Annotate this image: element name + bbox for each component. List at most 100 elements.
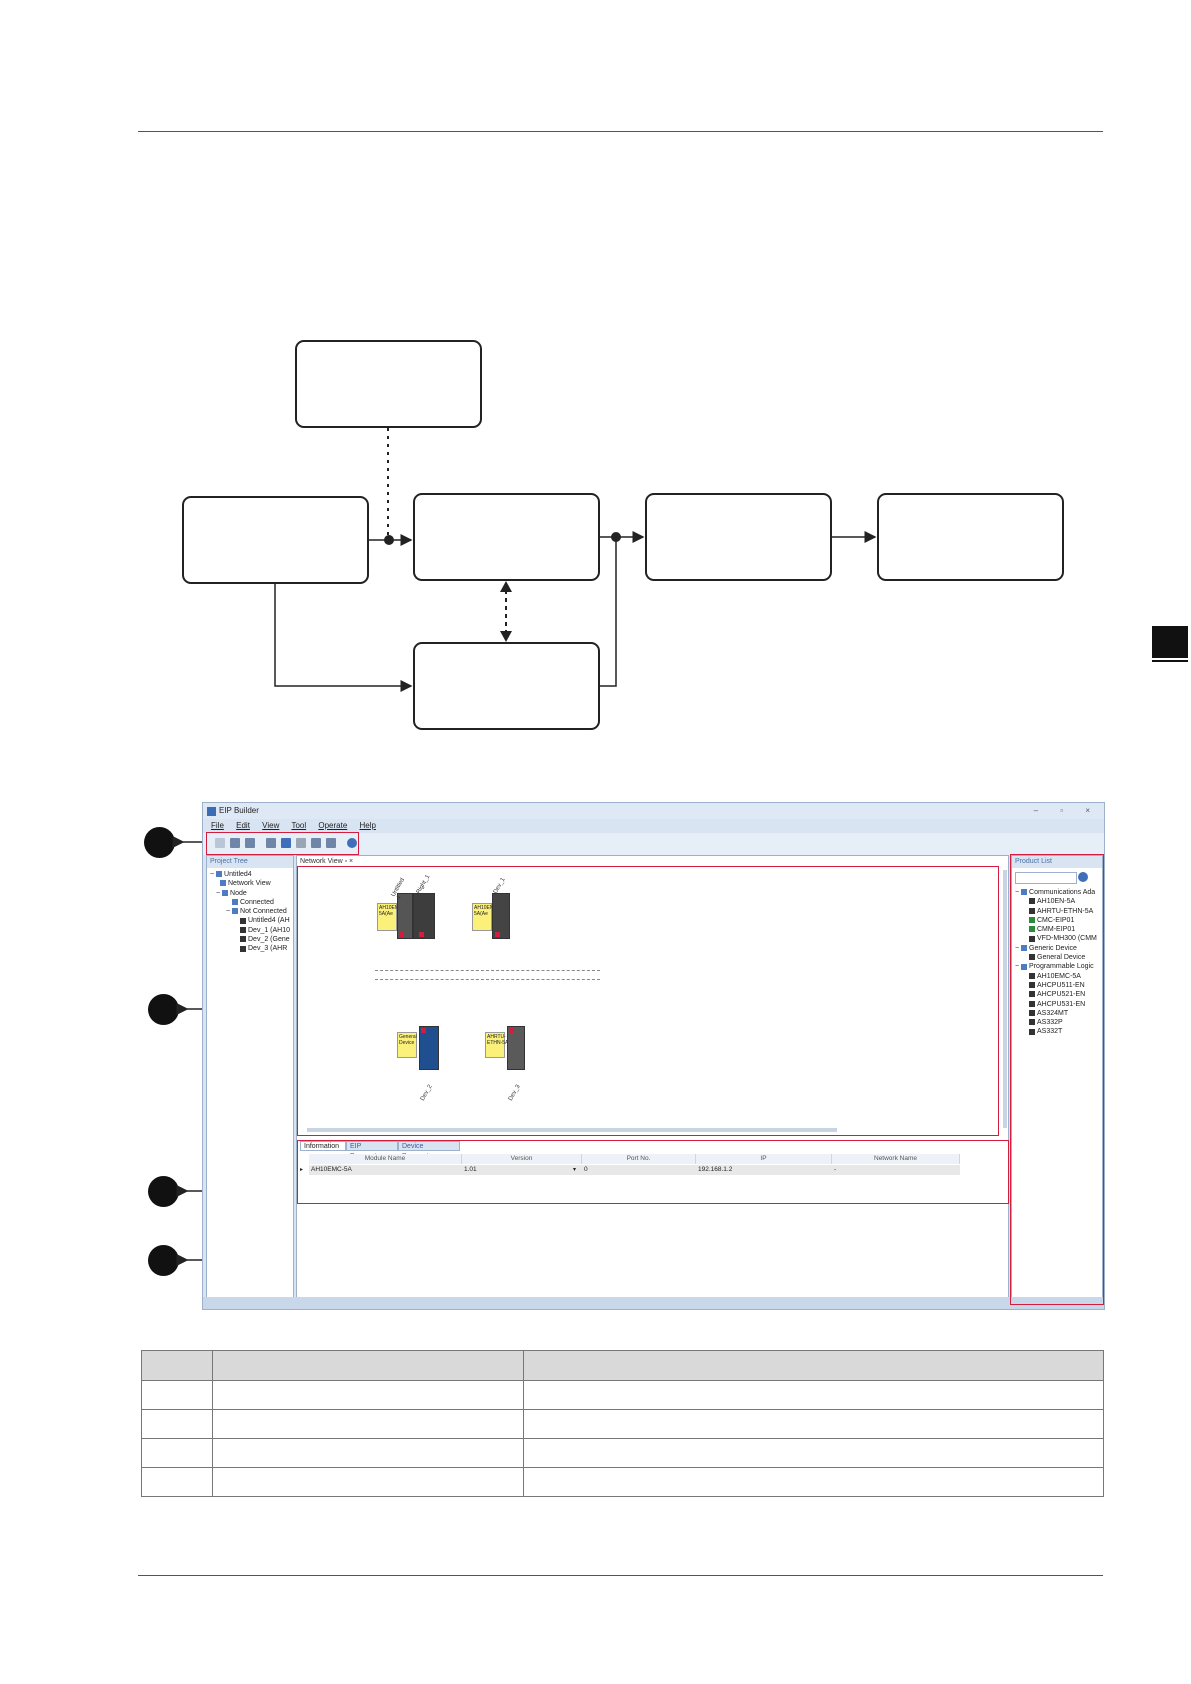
tree-item[interactable]: − Node [216, 889, 247, 897]
close-icon[interactable]: ▫ × [344, 858, 354, 865]
table-header-cell [523, 1350, 1104, 1381]
device-icon [1029, 1010, 1035, 1017]
info-grid: Module Name Version Port No. IP Network … [297, 1154, 1007, 1184]
callout-marker-2 [148, 994, 179, 1025]
table-row [141, 1438, 1104, 1468]
tree-item[interactable]: Connected [210, 898, 290, 907]
table-cell [141, 1467, 213, 1497]
project-tree-header: Project Tree [207, 856, 293, 868]
tree-item[interactable]: Dev_1 (AH10 [210, 926, 290, 935]
flowchart-connectors [274, 428, 877, 692]
export-icon[interactable] [326, 838, 336, 848]
tree-item[interactable]: AHRTU-ETHN-5A [1015, 907, 1100, 916]
table-cell [523, 1409, 1104, 1439]
chapter-tab-marker-line [1152, 660, 1188, 662]
flow-box-right-2 [877, 493, 1064, 581]
tree-item[interactable]: − Not Connected [226, 908, 287, 916]
download-icon[interactable] [281, 838, 291, 848]
callout-marker-1 [144, 827, 175, 858]
tree-item[interactable]: Dev_2 (Gene [210, 935, 290, 944]
column-header: Network Name [832, 1154, 960, 1164]
table-cell [212, 1467, 524, 1497]
open-icon[interactable] [230, 838, 240, 848]
new-file-icon[interactable] [215, 838, 225, 848]
tree-item[interactable]: Dev_3 (AHR [210, 944, 290, 953]
device-module [492, 893, 510, 939]
menu-help[interactable]: Help [359, 821, 376, 830]
network-view-tab[interactable]: Network View ▫ × [300, 858, 354, 865]
menu-bar: File Edit View Tool Operate Help [211, 819, 386, 833]
cell-module-name[interactable]: AH10EMC-5A [309, 1165, 462, 1175]
menu-file[interactable]: File [211, 821, 224, 830]
upload-icon[interactable] [311, 838, 321, 848]
menu-view[interactable]: View [262, 821, 280, 830]
tree-item[interactable]: AH10EN-5A [1015, 897, 1100, 906]
window-controls[interactable]: – ▫ × [1033, 806, 1100, 815]
folder-icon [232, 908, 239, 915]
tree-item[interactable]: AS332T [1015, 1027, 1100, 1036]
tree-item[interactable]: CMM-EIP01 [1015, 925, 1100, 934]
device-icon [1029, 991, 1035, 998]
table-cell [141, 1438, 213, 1468]
tree-item[interactable]: − Communications Ada [1015, 889, 1096, 896]
project-tree: − Untitled4 Network View − Node Connecte… [210, 870, 290, 954]
node-icon [222, 889, 229, 896]
network-view-highlight [297, 866, 999, 1136]
tree-item[interactable]: − Programmable Logic [1015, 963, 1094, 971]
column-header: Module Name [309, 1154, 462, 1164]
tree-item[interactable]: General Device [1015, 953, 1100, 962]
status-led [421, 1028, 426, 1033]
tree-item[interactable]: AS324MT [1015, 1009, 1100, 1018]
callout-marker-4 [148, 1245, 179, 1276]
save-icon[interactable] [245, 838, 255, 848]
device-icon [1029, 982, 1035, 989]
category-icon [1021, 963, 1028, 970]
product-search-input[interactable] [1015, 872, 1077, 884]
horizontal-scrollbar[interactable] [307, 1128, 837, 1132]
toolbar-highlight [206, 832, 359, 855]
tab-information[interactable]: Information [300, 1141, 346, 1151]
column-header: Version [462, 1154, 582, 1164]
tree-item[interactable]: AHCPU531-EN [1015, 1000, 1100, 1009]
tree-item[interactable]: − Generic Device [1015, 944, 1077, 952]
scan-icon[interactable] [266, 838, 276, 848]
device-icon [240, 936, 246, 943]
device-icon [240, 945, 246, 952]
tree-item[interactable]: AH10EMC-5A [1015, 972, 1100, 981]
copy-icon[interactable] [296, 838, 306, 848]
tree-item[interactable]: AHCPU511-EN [1015, 981, 1100, 990]
cell-version[interactable]: 1.01 [462, 1165, 582, 1175]
footer-rule [138, 1575, 1103, 1576]
table-header-cell [141, 1350, 213, 1381]
product-list-pane: Product List − Communications Ada AH10EN… [1011, 855, 1103, 1305]
tree-item[interactable]: Untitled4 (AH [210, 916, 290, 925]
device-icon [240, 926, 246, 933]
network-canvas[interactable]: AH10EMC 5A(Ae Untitled 4 Right_1 AH10EN … [297, 868, 997, 1126]
tree-item[interactable]: Network View [210, 879, 290, 888]
callout-marker-3 [148, 1176, 179, 1207]
flow-box-top [295, 340, 482, 428]
tree-item[interactable]: VFD-MH300 (CMM [1015, 934, 1100, 943]
menu-operate[interactable]: Operate [318, 821, 348, 830]
search-icon[interactable] [1078, 872, 1088, 882]
table-cell [212, 1438, 524, 1468]
tree-item[interactable]: CMC-EIP01 [1015, 916, 1100, 925]
menu-edit[interactable]: Edit [236, 821, 250, 830]
tree-item[interactable]: AHCPU521-EN [1015, 990, 1100, 999]
tree-item[interactable]: − Untitled4 [210, 871, 252, 878]
status-led [495, 932, 500, 937]
flow-box-right-1 [645, 493, 832, 581]
settings-icon[interactable] [347, 838, 357, 848]
vertical-scrollbar[interactable] [1003, 870, 1007, 1128]
tree-item[interactable]: AS332P [1015, 1018, 1100, 1027]
category-icon [1021, 944, 1028, 951]
table-header-cell [212, 1350, 524, 1381]
eip-builder-screenshot: EIP Builder – ▫ × File Edit View Tool Op… [202, 802, 1105, 1310]
menu-tool[interactable]: Tool [291, 821, 307, 830]
product-list-highlight [1010, 854, 1104, 1305]
cell-port-no[interactable]: 0 [582, 1165, 696, 1175]
dropdown-icon[interactable]: ▾ [573, 1167, 577, 1173]
column-header: Port No. [582, 1154, 696, 1164]
cell-network-name[interactable]: - [832, 1165, 960, 1175]
cell-ip[interactable]: 192.168.1.2 [696, 1165, 832, 1175]
